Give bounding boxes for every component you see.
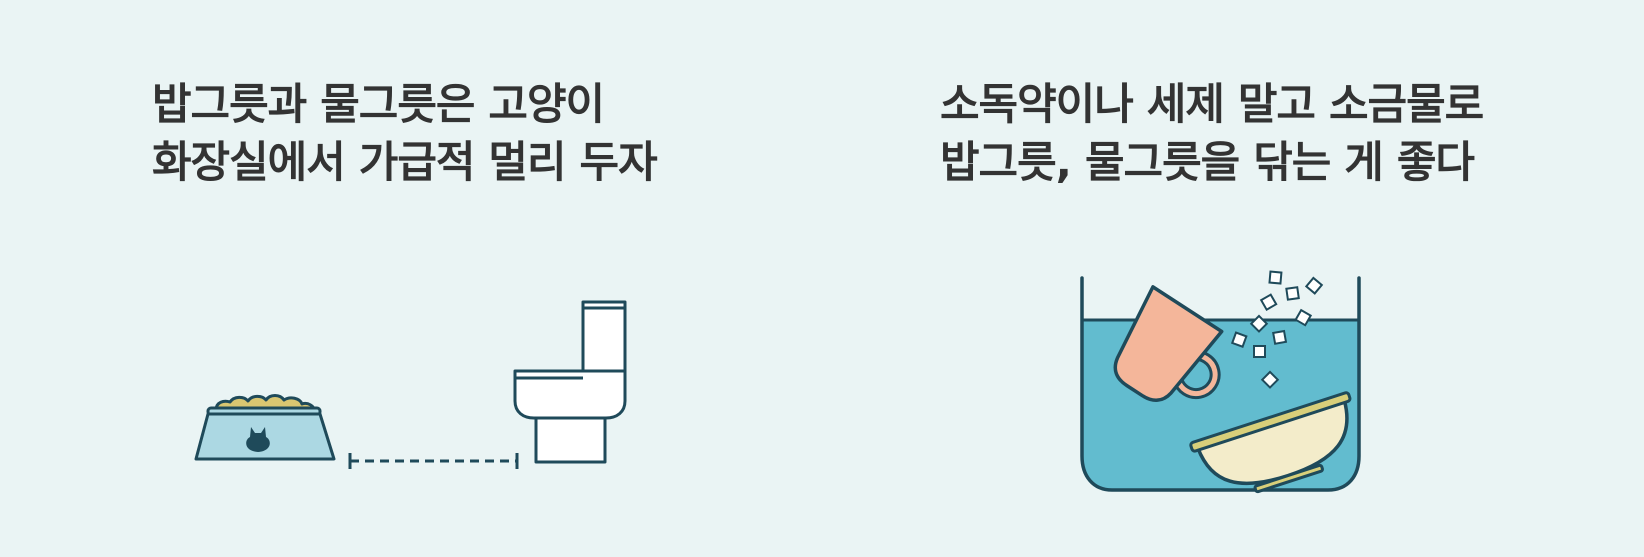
bowl-distance-illustration (194, 300, 627, 469)
salt-crystals-icon (1230, 270, 1324, 389)
tip-caption-salt-water-cleaning: 소독약이나 세제 말고 소금물로 밥그릇, 물그릇을 닦는 게 좋다 (940, 76, 1484, 192)
dish-icon (1189, 391, 1352, 494)
distance-indicator (348, 453, 519, 469)
toilet-icon (513, 300, 627, 464)
salt-water-soak-illustration (1080, 270, 1361, 494)
caption-line-1: 소독약이나 세제 말고 소금물로 (940, 80, 1484, 130)
cat-food-bowl-icon (194, 394, 336, 461)
tip-panel-salt-water-cleaning: 소독약이나 세제 말고 소금물로 밥그릇, 물그릇을 닦는 게 좋다 (822, 0, 1644, 557)
cup-icon (1113, 285, 1224, 402)
kibble-icon (214, 394, 316, 412)
cat-face-icon (246, 427, 270, 452)
tip-panel-bowl-placement: 밥그릇과 물그릇은 고양이 화장실에서 가급적 멀리 두자 (152, 76, 658, 469)
tip-caption-bowl-placement: 밥그릇과 물그릇은 고양이 화장실에서 가급적 멀리 두자 (152, 76, 658, 192)
caption-line-2: 화장실에서 가급적 멀리 두자 (152, 138, 658, 188)
caption-line-1: 밥그릇과 물그릇은 고양이 (152, 80, 605, 130)
caption-line-2: 밥그릇, 물그릇을 닦는 게 좋다 (940, 138, 1475, 188)
